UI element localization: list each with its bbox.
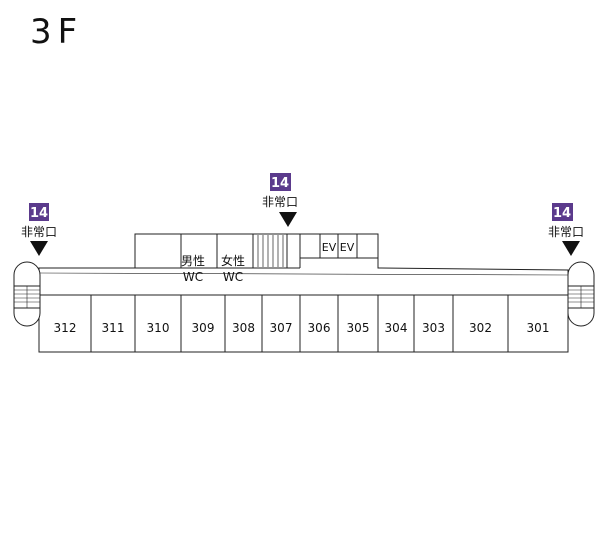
elevator-label-2: EV — [340, 241, 355, 254]
exit-label: 非常口 — [262, 195, 298, 209]
room-302-label: 302 — [469, 321, 492, 335]
exit-arrow-icon — [279, 212, 297, 227]
emergency-exit-center: 14 非常口 — [262, 173, 298, 227]
womens-wc-sublabel: WC — [223, 270, 243, 284]
elevator-label-1: EV — [322, 241, 337, 254]
room-301-label: 301 — [527, 321, 550, 335]
exit-number: 14 — [553, 206, 571, 221]
room-304-label: 304 — [385, 321, 408, 335]
exit-number: 14 — [30, 206, 48, 221]
exit-label: 非常口 — [21, 225, 57, 239]
room-305-label: 305 — [347, 321, 370, 335]
room-309-label: 309 — [192, 321, 215, 335]
emergency-exit-left: 14 非常口 — [21, 203, 57, 256]
exit-badge — [29, 203, 49, 221]
exit-badge — [270, 173, 291, 191]
emergency-exit-right: 14 非常口 — [548, 203, 584, 256]
room-308-label: 308 — [232, 321, 255, 335]
exit-number: 14 — [271, 176, 289, 191]
exit-arrow-icon — [562, 241, 580, 256]
room-306-label: 306 — [308, 321, 331, 335]
womens-wc-label: 女性 — [221, 253, 245, 268]
mens-wc-label: 男性 — [181, 254, 205, 268]
exit-badge — [552, 203, 573, 221]
building-outline — [38, 233, 569, 353]
room-303-label: 303 — [422, 321, 445, 335]
left-stair-tower — [13, 261, 41, 327]
central-stairs — [257, 235, 284, 267]
floor-title: 3F — [30, 12, 84, 52]
room-310-label: 310 — [147, 321, 170, 335]
right-stair-tower — [567, 261, 595, 327]
room-dividers — [90, 295, 509, 352]
room-307-label: 307 — [270, 321, 293, 335]
exit-label: 非常口 — [548, 225, 584, 239]
room-312-label: 312 — [54, 321, 77, 335]
exit-arrow-icon — [30, 241, 48, 256]
room-311-label: 311 — [102, 321, 125, 335]
mens-wc-sublabel: WC — [183, 270, 203, 284]
room-labels: 312 311 310 309 308 307 306 305 304 303 302 301 — [54, 321, 550, 335]
